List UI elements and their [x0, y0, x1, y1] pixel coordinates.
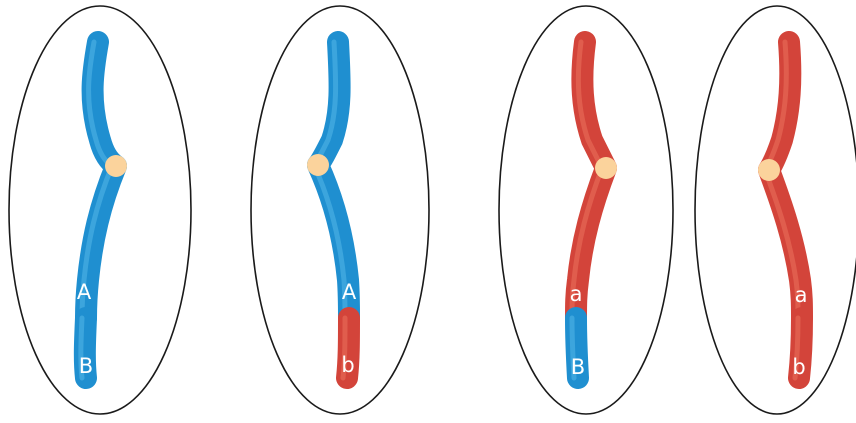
cell-2-label-upper: A [342, 280, 357, 304]
cell-4-label-upper: a [795, 283, 808, 307]
cell-3-label-lower: B [571, 355, 585, 379]
cell-2-label-lower: b [341, 353, 354, 377]
cell-4-label-lower: b [792, 355, 805, 379]
cell-1: AB [9, 6, 191, 414]
cell-4: ab [695, 6, 856, 414]
cell-2-centromere [307, 154, 329, 176]
cell-3: aB [499, 6, 673, 414]
cell-1-label-lower: B [79, 354, 93, 378]
cell-3-label-upper: a [570, 282, 583, 306]
cell-2: Ab [251, 6, 429, 414]
cell-3-centromere [595, 157, 617, 179]
cell-1-label-upper: A [77, 280, 92, 304]
cell-1-centromere [105, 155, 127, 177]
cell-4-centromere [758, 159, 780, 181]
